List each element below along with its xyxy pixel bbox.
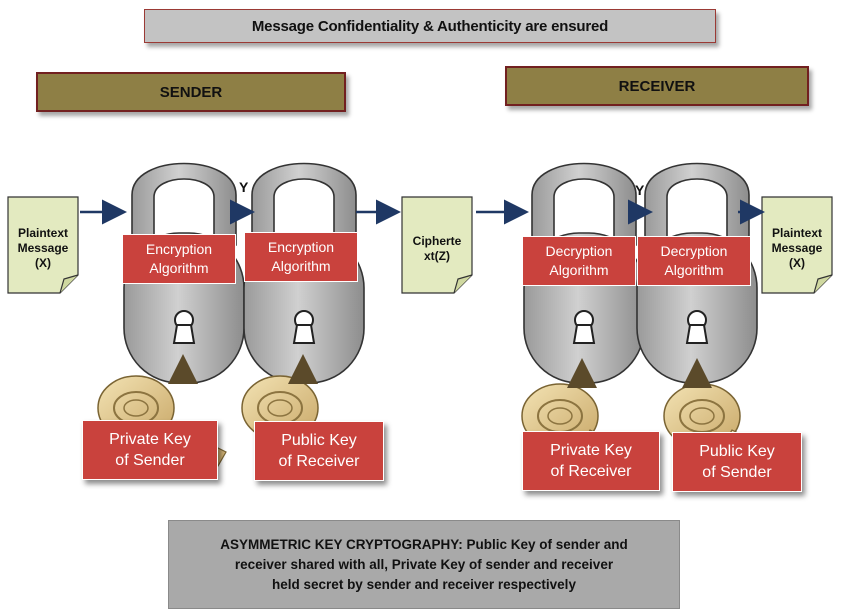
- plaintext-output-label: Plaintext Message (X): [771, 226, 823, 270]
- sender-banner: SENDER: [36, 72, 346, 112]
- page-title: Message Confidentiality & Authenticity a…: [144, 9, 716, 43]
- receiver-banner: RECEIVER: [505, 66, 809, 106]
- sender-intermediate-label: Y: [239, 179, 249, 195]
- receiver-intermediate-label: Y: [635, 182, 645, 198]
- plaintext-input-label: Plaintext Message (X): [17, 226, 69, 270]
- ciphertext-label: Cipherte xt(Z): [412, 234, 462, 263]
- footer-description: ASYMMETRIC KEY CRYPTOGRAPHY: Public Key …: [168, 520, 680, 609]
